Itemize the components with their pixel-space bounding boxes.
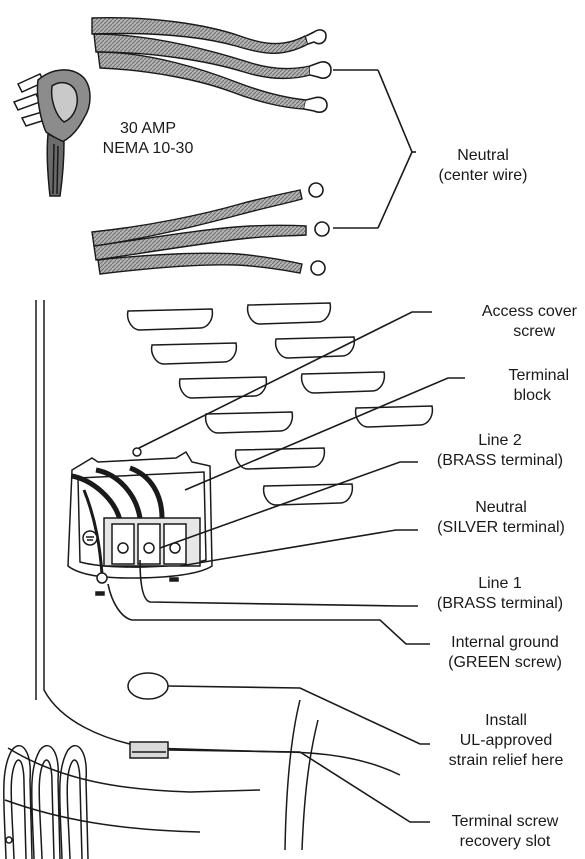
callout-line-3: strain relief here [432, 751, 580, 771]
plug-illustration [14, 70, 90, 196]
callout-internal-ground: Internal ground (GREEN screw) [432, 633, 578, 673]
slot-marker-left [96, 592, 104, 595]
panel-right-fold-2 [302, 720, 318, 850]
cord-wire-c [98, 253, 302, 274]
terminal-screw-neutral [144, 543, 154, 553]
callout-line-1: Terminal [449, 366, 569, 386]
callout-line-2: recovery slot [432, 832, 578, 852]
ring-connectors [309, 183, 329, 275]
cord-loop-1-inner [11, 760, 26, 859]
cord-loop-3 [60, 746, 88, 859]
leader-recovery-slot [168, 750, 430, 822]
terminal-screw-line-2 [118, 543, 128, 553]
neutral-center-wire-label: Neutral (center wire) [413, 146, 553, 186]
neutral-center-line-1: Neutral [413, 146, 553, 166]
callout-line-2: (SILVER terminal) [420, 518, 582, 538]
vent-slot-1 [128, 309, 213, 330]
vent-slot-8 [356, 406, 433, 427]
callout-line-1: Line 1 [420, 574, 580, 594]
panel-bottom-curve [5, 800, 200, 832]
cord-fork-terminals [92, 18, 310, 109]
callout-line-2-brass: Line 2 (BRASS terminal) [420, 431, 580, 471]
callout-line-2: screw [427, 322, 555, 342]
panel-right-fold [285, 700, 300, 850]
vent-slot-4 [276, 337, 355, 358]
recovery-slot [130, 742, 168, 758]
leader-neutral [180, 530, 418, 566]
vent-slot-3 [152, 343, 237, 364]
callout-line-2: (BRASS terminal) [420, 594, 580, 614]
cord-ring-terminals [92, 190, 306, 274]
leader-ground [108, 584, 430, 644]
vent-slot-5 [180, 377, 267, 398]
fork-connector-top [306, 30, 326, 44]
callout-neutral-silver: Neutral (SILVER terminal) [420, 498, 582, 538]
access-cover-screw [133, 448, 141, 456]
vent-slot-9 [236, 448, 325, 469]
callout-line-1-brass: Line 1 (BRASS terminal) [420, 574, 580, 614]
fork-connector-bottom [304, 97, 327, 112]
plug-rating-line-1: 30 AMP [88, 119, 208, 139]
cord-loops [4, 746, 88, 859]
plug-prong-2 [14, 94, 40, 110]
leader-strain-relief [168, 686, 430, 744]
neutral-bracket [333, 70, 416, 228]
neutral-center-line-2: (center wire) [413, 166, 553, 186]
callout-line-1: Access cover [427, 302, 577, 322]
small-dot [6, 837, 12, 843]
plug-rating-line-2: NEMA 10-30 [88, 139, 208, 159]
callout-line-1: Terminal screw [432, 812, 578, 832]
cord-loop-2-inner [39, 760, 54, 859]
ring-connector-top [309, 183, 323, 197]
callout-line-1: Line 2 [420, 431, 580, 451]
callout-line-1: Internal ground [432, 633, 578, 653]
ground-symbol [83, 531, 97, 545]
callout-line-2: (BRASS terminal) [420, 451, 580, 471]
callout-line-2: block [449, 386, 551, 406]
vent-slot-2 [248, 303, 331, 324]
plug-rating-label: 30 AMP NEMA 10-30 [88, 119, 208, 159]
callout-access-cover-screw: Access cover screw [427, 302, 577, 342]
callout-line-2: UL-approved [432, 731, 580, 751]
vent-slot-7 [206, 412, 293, 433]
callout-line-1: Neutral [420, 498, 582, 518]
callout-terminal-block: Terminal block [449, 366, 569, 406]
neutral-bracket-path [378, 70, 412, 228]
plug-cable [47, 134, 64, 196]
callout-line-1: Install [432, 711, 580, 731]
ring-connector-bottom [311, 261, 325, 275]
callout-terminal-screw-slot: Terminal screw recovery slot [432, 812, 578, 852]
plug-cable-groove-2 [57, 146, 58, 194]
green-ground-screw [97, 573, 107, 583]
ring-connector-middle [315, 222, 329, 236]
callout-strain-relief: Install UL-approved strain relief here [432, 711, 580, 771]
plug-cable-groove-1 [53, 144, 54, 194]
vent-slot-6 [302, 372, 385, 393]
slot-marker-right [170, 578, 178, 581]
fork-connector-middle [310, 62, 331, 78]
callout-line-2: (GREEN screw) [432, 653, 578, 673]
strain-relief-hole [128, 673, 168, 699]
